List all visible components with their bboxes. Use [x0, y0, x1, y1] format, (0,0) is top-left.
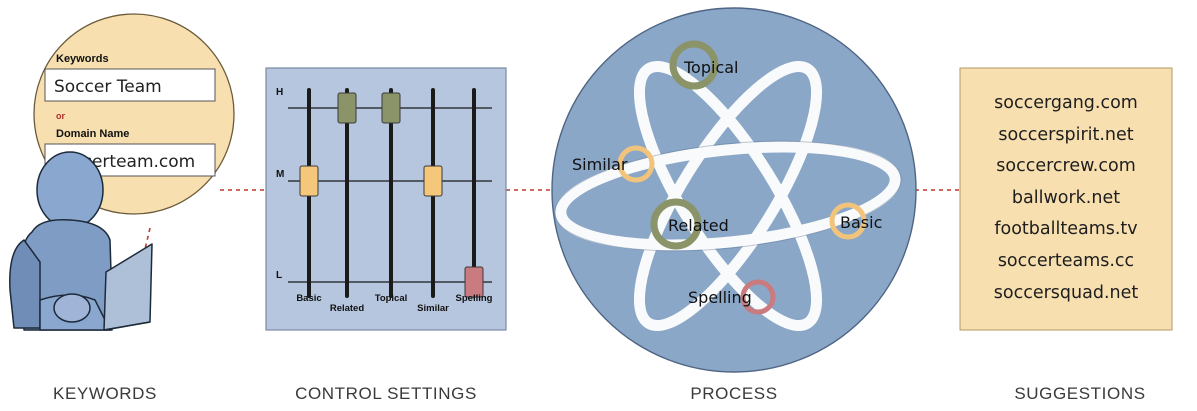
- suggestion-item[interactable]: soccerteams.cc: [997, 250, 1135, 271]
- suggestion-item[interactable]: soccersquad.net: [993, 282, 1139, 303]
- slider-label: Topical: [375, 293, 408, 304]
- process-node-ring: [740, 279, 776, 315]
- suggestions-list: soccergang.com soccerspirit.net soccercr…: [960, 88, 1172, 309]
- atom-orbits-outline: [554, 140, 902, 252]
- dotted-connectors: [141, 189, 960, 263]
- suggestion-item[interactable]: soccerspirit.net: [998, 124, 1134, 145]
- slider-handle[interactable]: [423, 165, 443, 197]
- process-node-ring: [669, 40, 719, 90]
- process-node-label: Spelling: [688, 288, 752, 307]
- stage-label-control-settings: CONTROL SETTINGS: [295, 384, 477, 403]
- slider-label: Related: [330, 303, 365, 314]
- domain-name-label: Domain Name: [56, 128, 129, 140]
- level-label-medium: M: [276, 169, 284, 180]
- or-label: or: [56, 111, 65, 121]
- process-node-label: Basic: [840, 213, 882, 232]
- process-node-ring: [829, 202, 867, 240]
- suggestion-item[interactable]: soccergang.com: [994, 93, 1138, 113]
- slider-label: Basic: [296, 293, 321, 304]
- keywords-input[interactable]: [44, 68, 216, 102]
- connector-bubble-user: [141, 227, 151, 263]
- level-label-high: H: [276, 87, 283, 98]
- keywords-stage: Keywords Soccer Team or Domain Name socc…: [9, 13, 235, 331]
- user-at-laptop-icon: [9, 151, 153, 331]
- atom-orbits-icon: [555, 60, 901, 332]
- stage-label-suggestions: SUGGESTIONS: [1014, 384, 1146, 403]
- suggestions-panel: [959, 67, 1173, 331]
- process-node-ring: [650, 198, 702, 250]
- slider-handle[interactable]: [299, 165, 319, 197]
- suggestions-stage: [959, 67, 1173, 331]
- stage-label-process: PROCESS: [690, 384, 778, 403]
- process-node-label: Related: [668, 216, 729, 235]
- slider-handle[interactable]: [337, 92, 357, 124]
- slider-label: Similar: [417, 303, 449, 314]
- keywords-input-value: Soccer Team: [54, 77, 162, 97]
- keywords-label: Keywords: [56, 53, 109, 65]
- suggestion-item[interactable]: footballteams.tv: [994, 219, 1138, 240]
- stage-label-keywords: KEYWORDS: [53, 384, 157, 403]
- level-label-low: L: [276, 270, 282, 281]
- process-node-label: Topical: [683, 58, 739, 77]
- slider-handle[interactable]: [381, 92, 401, 124]
- suggestion-item[interactable]: soccercrew.com: [996, 156, 1136, 177]
- suggestion-item[interactable]: ballwork.net: [1011, 187, 1121, 208]
- process-node-label: Similar: [572, 155, 628, 174]
- slider-label: Spelling: [456, 293, 493, 304]
- slider-handle[interactable]: [464, 266, 484, 298]
- process-node-ring: [617, 145, 655, 183]
